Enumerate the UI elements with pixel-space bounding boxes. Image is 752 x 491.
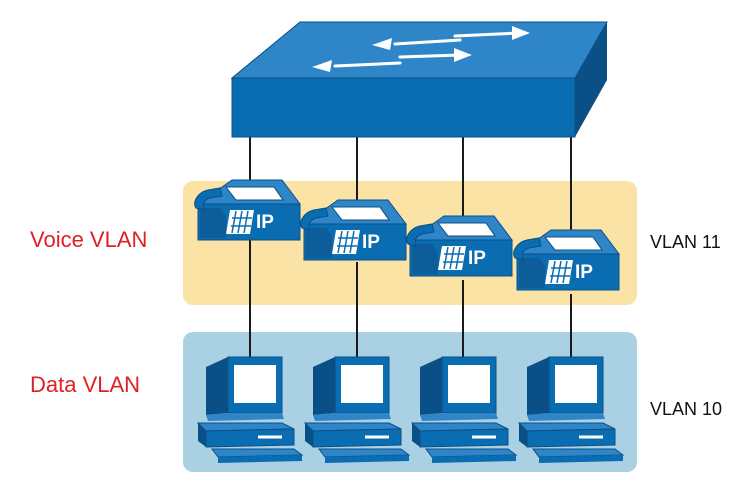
ip-phone-icon: IP <box>405 215 513 277</box>
data-vlan-label: Data VLAN <box>30 372 141 397</box>
phone-badge-label: IP <box>256 212 274 233</box>
phone-badge-label: IP <box>468 248 486 269</box>
voice-vlan-id-label: VLAN 11 <box>650 232 721 252</box>
switch-icon <box>230 21 608 138</box>
phone-badge-label: IP <box>575 262 593 283</box>
ip-phone-icon: IP <box>512 229 620 291</box>
phone-badge-label: IP <box>362 232 380 253</box>
voice-vlan-label: Voice VLAN <box>30 227 148 252</box>
ip-phone-icon: IP <box>299 199 407 261</box>
ip-phone-icon: IP <box>193 179 301 241</box>
data-vlan-id-label: VLAN 10 <box>650 399 723 419</box>
